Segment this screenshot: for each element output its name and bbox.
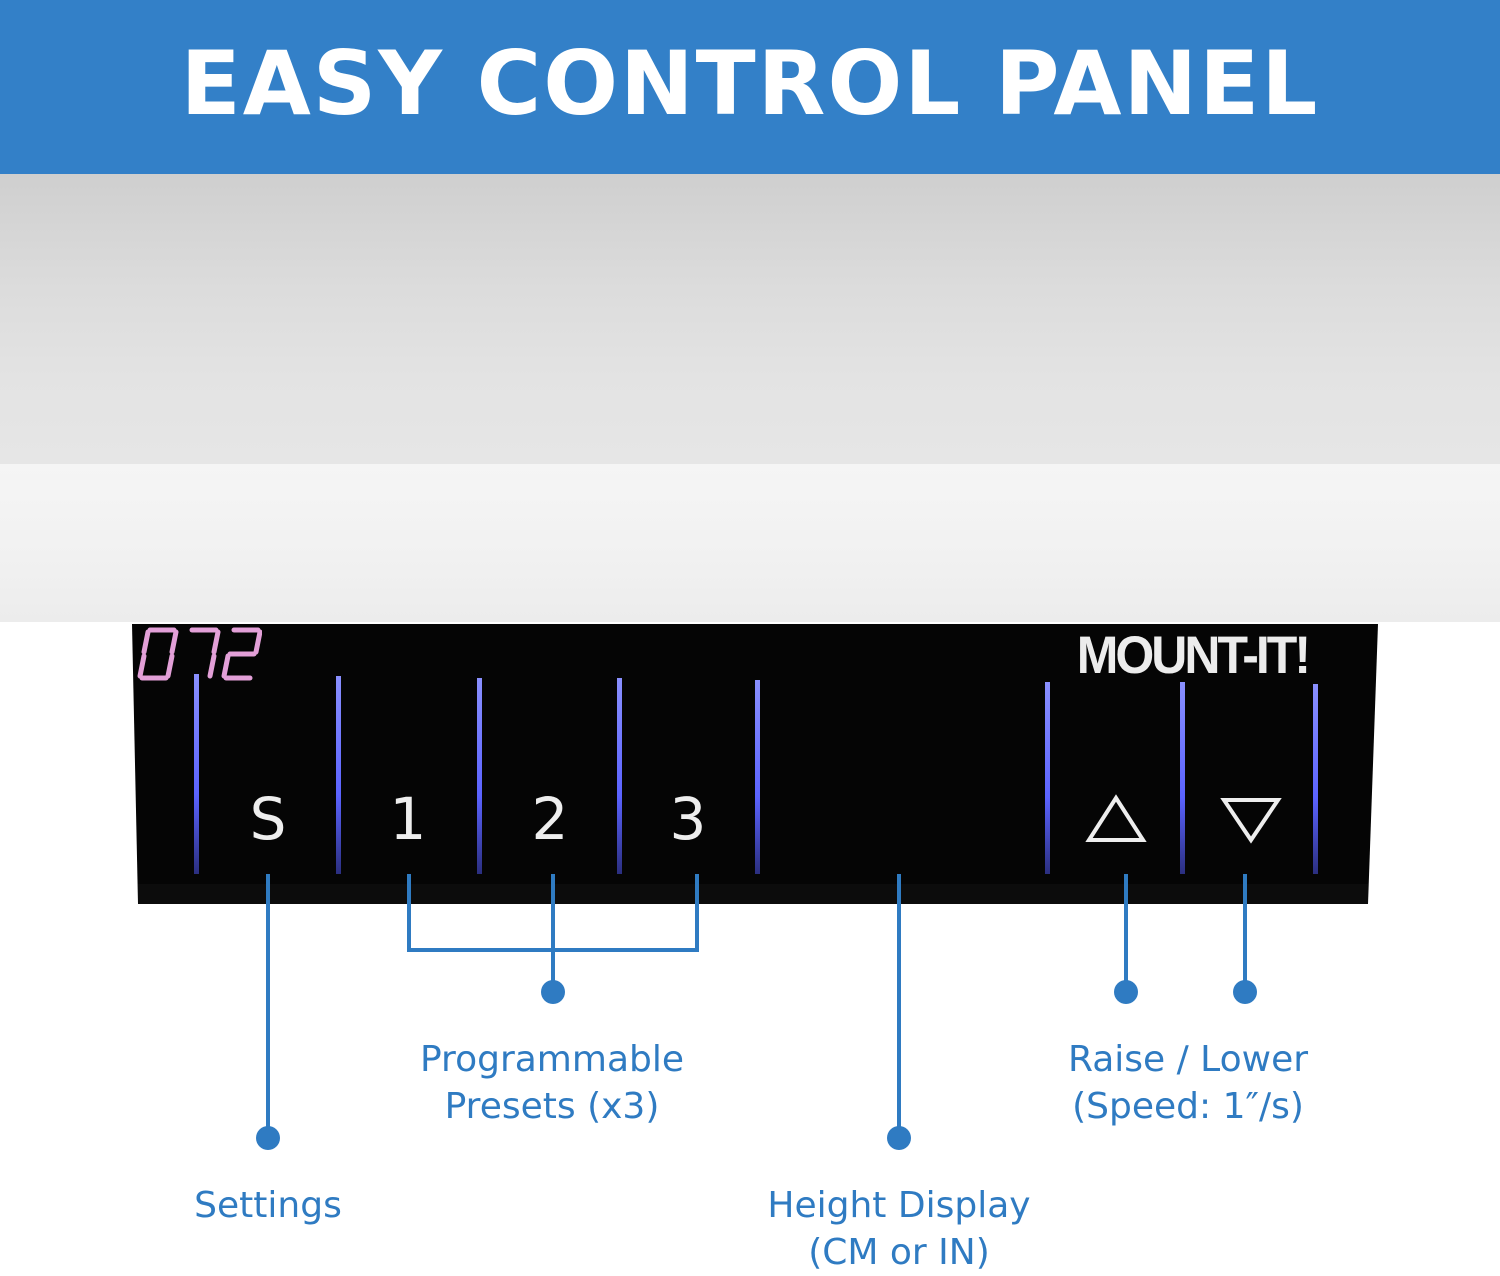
triangle-down-icon[interactable]: [1220, 798, 1282, 844]
display-digit: [137, 627, 179, 681]
height-callout-dot: [887, 1126, 911, 1150]
display-segment: [137, 653, 147, 679]
height-label-line2: (CM or IN): [808, 1232, 990, 1273]
presets-label: Programmable Presets (x3): [402, 1036, 702, 1130]
display-segment: [165, 653, 175, 679]
display-segment: [211, 629, 221, 655]
raise-lower-line2: (Speed: 1″/s): [1072, 1086, 1304, 1127]
lower-callout-dot: [1233, 980, 1257, 1004]
brand-logo: MOUNT-IT!: [1076, 625, 1311, 685]
control-panel: MOUNT-IT! S 1 2 3: [132, 622, 1378, 904]
preset-3-key[interactable]: 3: [669, 785, 707, 853]
preset-2-key[interactable]: 2: [531, 785, 569, 853]
raise-lower-label: Raise / Lower (Speed: 1″/s): [1048, 1036, 1328, 1130]
preset-1-key[interactable]: 1: [389, 785, 427, 853]
panel-body: [132, 624, 1378, 904]
height-label-line1: Height Display: [767, 1185, 1031, 1226]
settings-key[interactable]: S: [249, 785, 287, 853]
seven-segment-readout: [137, 627, 262, 681]
settings-label: Settings: [194, 1185, 342, 1226]
raise-callout-dot: [1114, 980, 1138, 1004]
desk-edge: [0, 464, 1500, 622]
display-segment: [221, 653, 231, 679]
page-title: EASY CONTROL PANEL: [180, 32, 1320, 135]
desk-surface: [0, 174, 1500, 464]
triangle-up-icon[interactable]: [1085, 794, 1147, 842]
header-banner: [0, 0, 1500, 174]
presets-label-line2: Presets (x3): [444, 1086, 660, 1127]
display-digit: [189, 627, 221, 679]
presets-callout-dot: [541, 980, 565, 1004]
settings-callout-dot: [256, 1126, 280, 1150]
display-digit: [221, 627, 262, 681]
height-display: [137, 627, 262, 681]
display-segment: [169, 629, 179, 655]
display-segment: [253, 629, 262, 655]
divider-lines: [194, 674, 1318, 874]
raise-lower-line1: Raise / Lower: [1067, 1039, 1309, 1080]
presets-label-line1: Programmable: [419, 1039, 685, 1080]
display-segment: [207, 653, 217, 679]
display-segment: [141, 629, 151, 655]
height-display-label: Height Display (CM or IN): [749, 1182, 1049, 1276]
